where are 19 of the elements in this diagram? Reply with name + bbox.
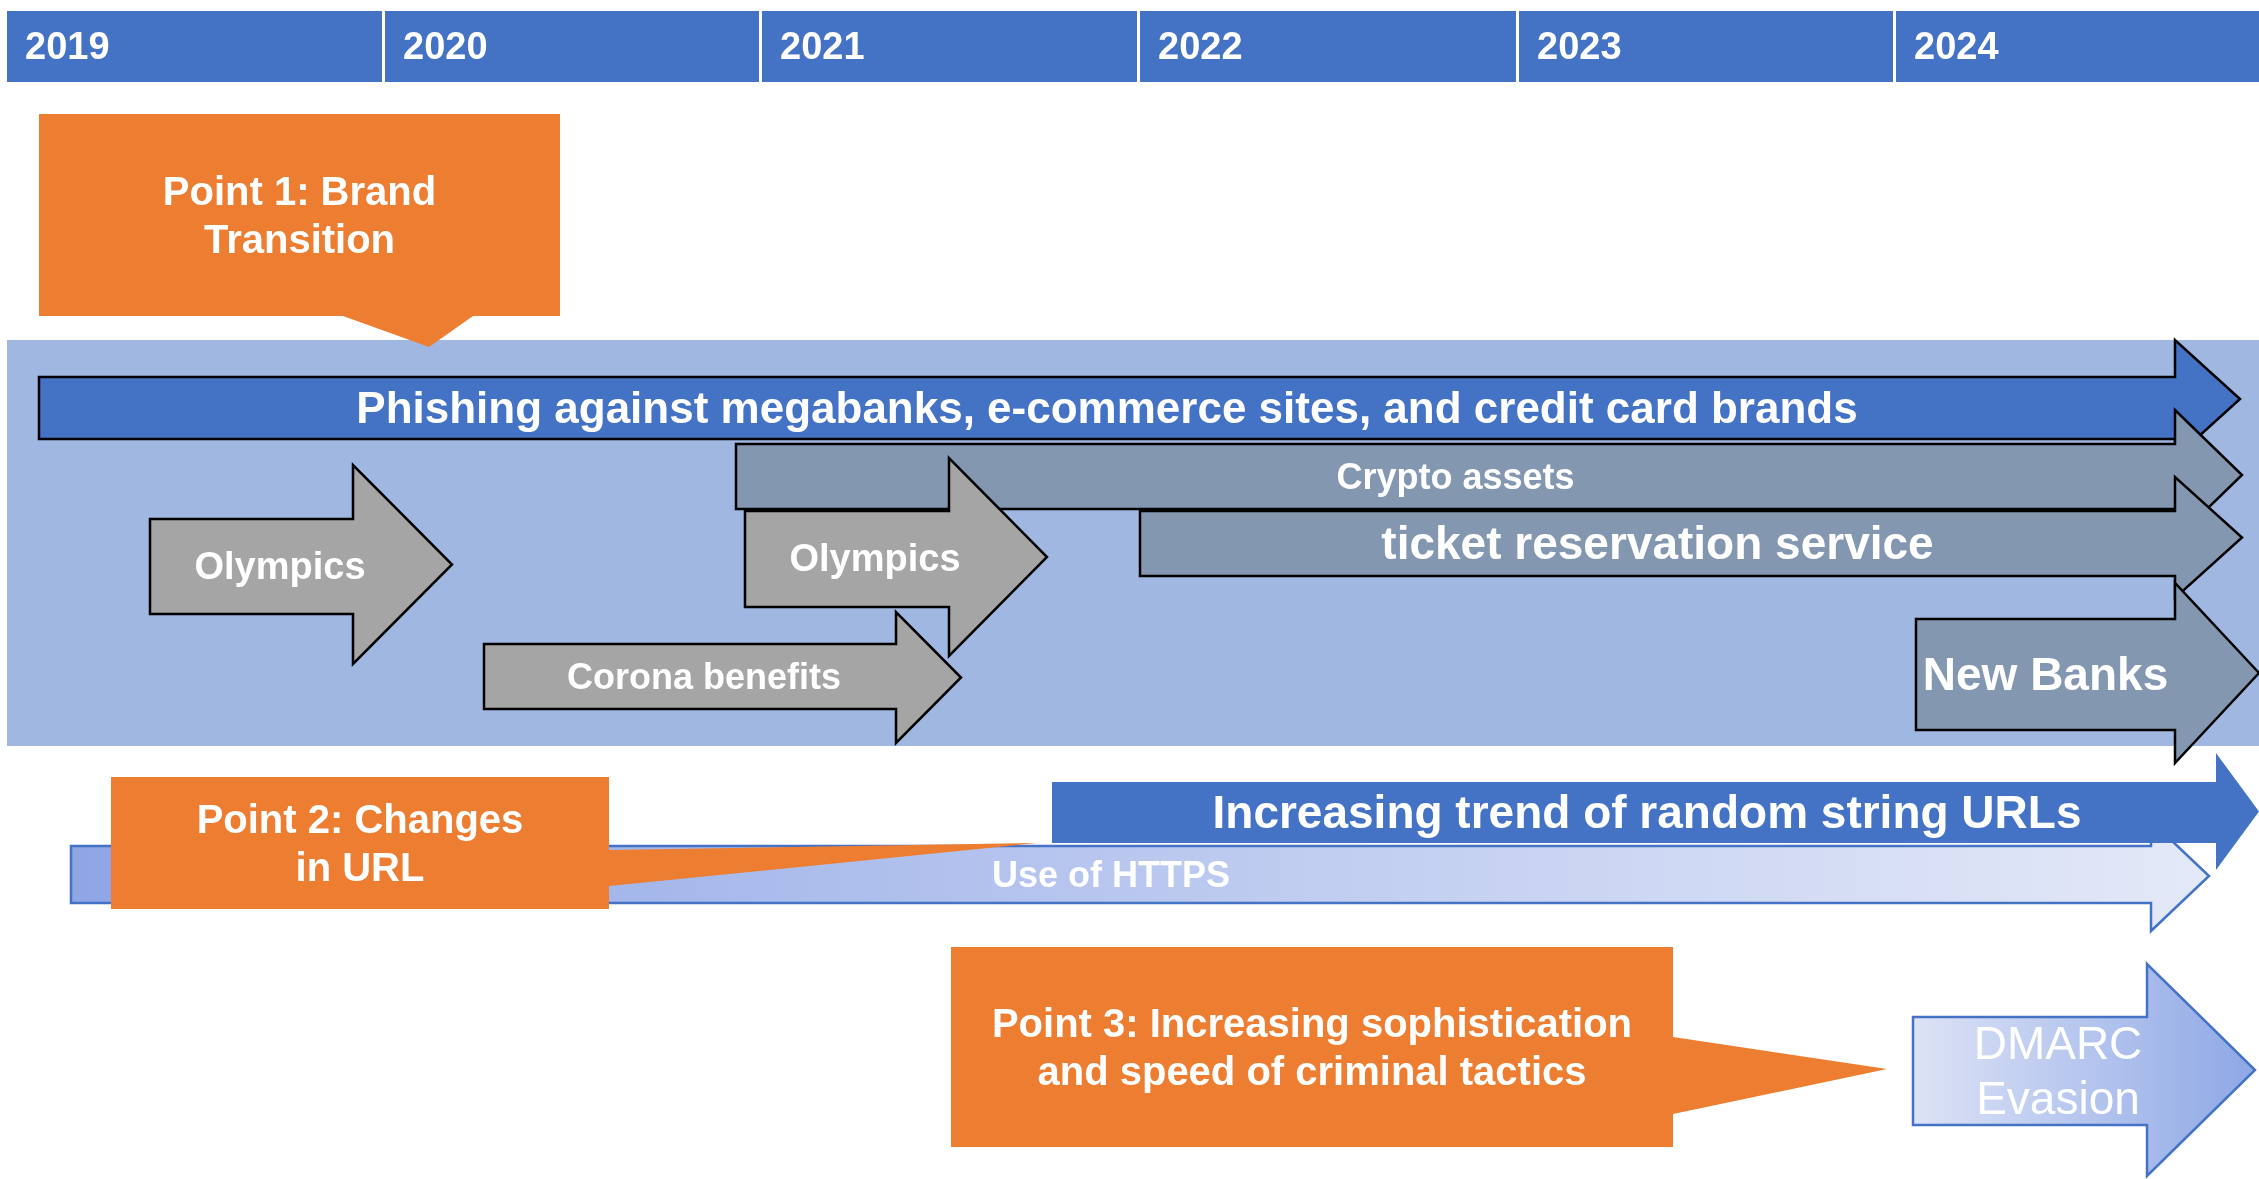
arrow-label: Increasing trend of random string URLs <box>1212 784 2082 840</box>
year-label: 2021 <box>780 23 865 69</box>
arrow-label: Use of HTTPS <box>992 852 1230 897</box>
arrow-label: Crypto assets <box>1336 454 1575 499</box>
arrow-label: Phishing against megabanks, e-commerce sites, and credit card brands <box>356 381 1858 434</box>
year-label: 2019 <box>25 23 110 69</box>
year-label: 2020 <box>403 23 488 69</box>
arrow-label: ticket reservation service <box>1381 515 1934 571</box>
arrow-label: Olympics <box>194 543 366 589</box>
arrow-label: New Banks <box>1922 646 2169 702</box>
callout-text: Point 1: Brand Transition <box>161 168 438 263</box>
callout-text: Point 3: Increasing sophistication and speed of criminal tactics <box>990 1000 1634 1095</box>
year-label: 2023 <box>1537 23 1622 69</box>
arrow-label: Olympics <box>789 536 961 582</box>
arrow-label: DMARC Evasion <box>1972 1015 2144 1126</box>
year-label: 2024 <box>1914 23 1999 69</box>
callout-text: Point 2: Changes in URL <box>195 796 525 891</box>
year-label: 2022 <box>1158 23 1243 69</box>
arrow-label: Corona benefits <box>567 654 841 699</box>
